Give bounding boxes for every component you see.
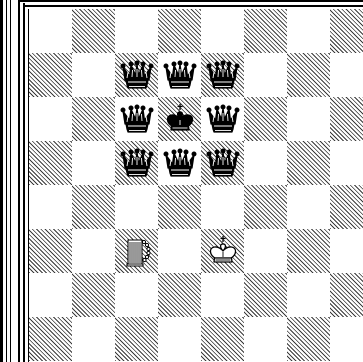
- square-b1[interactable]: [72, 317, 115, 361]
- black-king-icon: [163, 102, 197, 136]
- square-f8[interactable]: [244, 9, 287, 53]
- frame-line: [18, 0, 20, 362]
- white-rook-icon: [120, 234, 154, 268]
- frame-line: [6, 0, 7, 362]
- black-king-d6[interactable]: [158, 97, 201, 141]
- square-d3[interactable]: [158, 229, 201, 273]
- square-a6[interactable]: [29, 97, 72, 141]
- black-queen-c6[interactable]: [115, 97, 158, 141]
- square-a1[interactable]: [29, 317, 72, 361]
- square-a4[interactable]: [29, 185, 72, 229]
- square-g7[interactable]: [287, 53, 330, 97]
- square-h1[interactable]: [330, 317, 363, 361]
- square-h4[interactable]: [330, 185, 363, 229]
- black-queen-d5[interactable]: [158, 141, 201, 185]
- black-queen-icon: [120, 102, 154, 136]
- square-d2[interactable]: [158, 273, 201, 317]
- frame-line: [10, 0, 11, 362]
- square-f6[interactable]: [244, 97, 287, 141]
- square-b3[interactable]: [72, 229, 115, 273]
- square-f5[interactable]: [244, 141, 287, 185]
- black-queen-icon: [163, 146, 197, 180]
- square-d8[interactable]: [158, 9, 201, 53]
- black-queen-e6[interactable]: [201, 97, 244, 141]
- square-b5[interactable]: [72, 141, 115, 185]
- black-queen-c5[interactable]: [115, 141, 158, 185]
- square-g1[interactable]: [287, 317, 330, 361]
- frame-line: [18, 0, 363, 2]
- square-a5[interactable]: [29, 141, 72, 185]
- square-h6[interactable]: [330, 97, 363, 141]
- square-b6[interactable]: [72, 97, 115, 141]
- chess-board[interactable]: [29, 9, 363, 362]
- square-h5[interactable]: [330, 141, 363, 185]
- black-queen-icon: [120, 146, 154, 180]
- left-board-frame: [0, 0, 13, 362]
- square-f4[interactable]: [244, 185, 287, 229]
- square-h8[interactable]: [330, 9, 363, 53]
- square-d1[interactable]: [158, 317, 201, 361]
- black-queen-icon: [206, 146, 240, 180]
- square-h7[interactable]: [330, 53, 363, 97]
- square-g2[interactable]: [287, 273, 330, 317]
- square-a7[interactable]: [29, 53, 72, 97]
- black-queen-e7[interactable]: [201, 53, 244, 97]
- square-e2[interactable]: [201, 273, 244, 317]
- black-queen-icon: [206, 58, 240, 92]
- square-e1[interactable]: [201, 317, 244, 361]
- black-queen-e5[interactable]: [201, 141, 244, 185]
- square-c8[interactable]: [115, 9, 158, 53]
- square-a8[interactable]: [29, 9, 72, 53]
- white-king-icon: [206, 234, 240, 268]
- square-c4[interactable]: [115, 185, 158, 229]
- square-g4[interactable]: [287, 185, 330, 229]
- square-h2[interactable]: [330, 273, 363, 317]
- black-queen-icon: [163, 58, 197, 92]
- square-f3[interactable]: [244, 229, 287, 273]
- square-a2[interactable]: [29, 273, 72, 317]
- square-g6[interactable]: [287, 97, 330, 141]
- square-g5[interactable]: [287, 141, 330, 185]
- square-g3[interactable]: [287, 229, 330, 273]
- white-king-e3[interactable]: [201, 229, 244, 273]
- black-queen-d7[interactable]: [158, 53, 201, 97]
- frame-line: [0, 0, 3, 362]
- square-d4[interactable]: [158, 185, 201, 229]
- white-rook-c3[interactable]: [115, 229, 158, 273]
- black-queen-icon: [206, 102, 240, 136]
- square-f7[interactable]: [244, 53, 287, 97]
- black-queen-icon: [120, 58, 154, 92]
- square-g8[interactable]: [287, 9, 330, 53]
- square-a3[interactable]: [29, 229, 72, 273]
- frame-line: [23, 3, 25, 362]
- square-b7[interactable]: [72, 53, 115, 97]
- black-queen-c7[interactable]: [115, 53, 158, 97]
- square-f2[interactable]: [244, 273, 287, 317]
- square-c2[interactable]: [115, 273, 158, 317]
- frame-line: [23, 5, 363, 7]
- square-h3[interactable]: [330, 229, 363, 273]
- square-c1[interactable]: [115, 317, 158, 361]
- square-b4[interactable]: [72, 185, 115, 229]
- square-b2[interactable]: [72, 273, 115, 317]
- square-e4[interactable]: [201, 185, 244, 229]
- square-f1[interactable]: [244, 317, 287, 361]
- square-e8[interactable]: [201, 9, 244, 53]
- square-b8[interactable]: [72, 9, 115, 53]
